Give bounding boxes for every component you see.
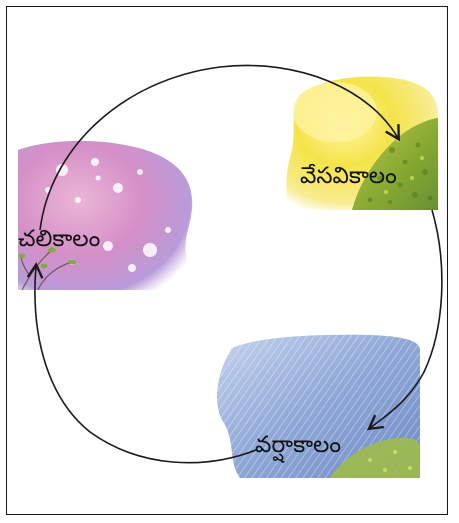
winter-illustration (18, 141, 192, 290)
summer-illustration (286, 76, 438, 210)
summer-label: వేసవికాలం (300, 163, 397, 189)
winter-label: చలికాలం (18, 226, 100, 252)
arrow-rainy-to-winter (35, 266, 256, 463)
